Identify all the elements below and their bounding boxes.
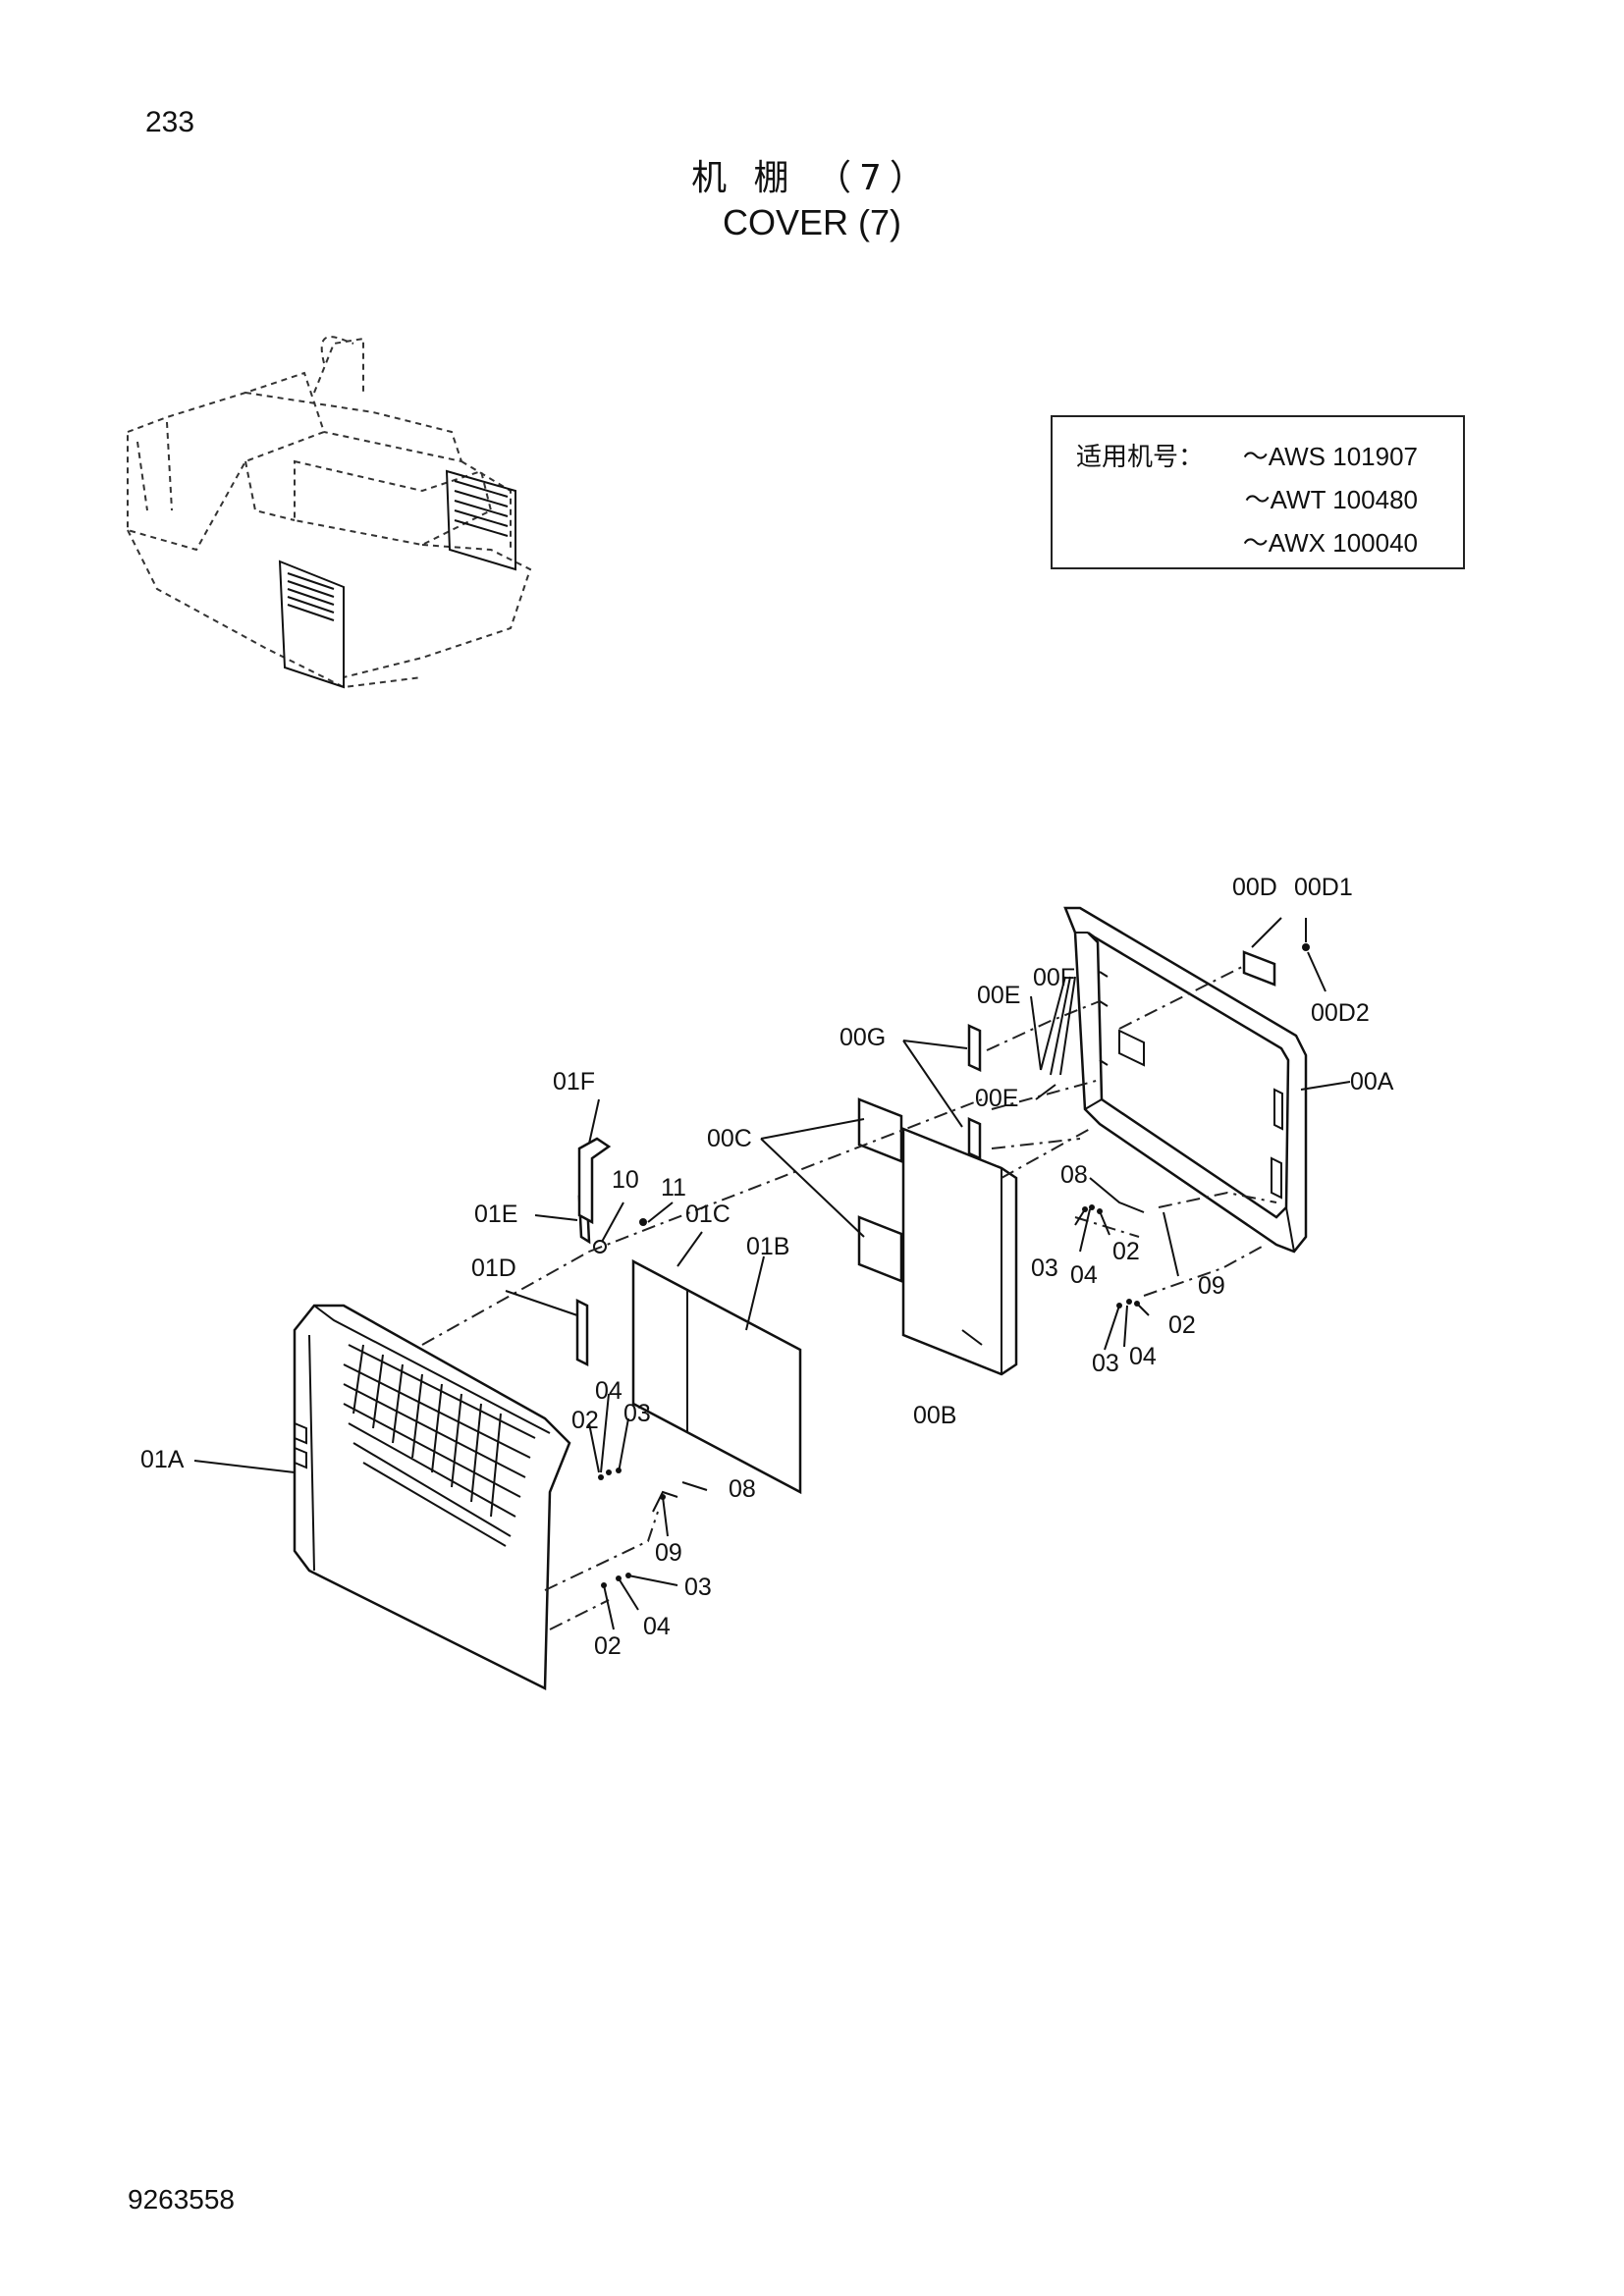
leader-lines — [193, 917, 1351, 1630]
callout-00D2: 00D2 — [1311, 999, 1370, 1027]
callout-00D: 00D — [1232, 874, 1277, 901]
callout-01E: 01E — [474, 1201, 517, 1228]
callout-03: 03 — [1092, 1350, 1119, 1377]
callout-01B: 01B — [746, 1233, 789, 1260]
part-00A-door-frame — [1063, 906, 1308, 1254]
part-00D-bracket — [1242, 950, 1276, 987]
callout-01A: 01A — [140, 1446, 185, 1473]
callout-02: 02 — [571, 1407, 599, 1434]
callout-04: 04 — [643, 1613, 671, 1640]
part-11-screw — [639, 1218, 647, 1226]
callout-03: 03 — [1031, 1255, 1058, 1282]
callout-00E: 00E — [975, 1085, 1018, 1112]
serial-label: 适用机号： — [1076, 443, 1205, 472]
callout-01D: 01D — [471, 1255, 516, 1282]
callout-09: 09 — [655, 1539, 682, 1567]
machine-overview-sketch — [127, 336, 532, 689]
callout-01F: 01F — [553, 1068, 595, 1095]
part-00C-pads — [857, 1097, 903, 1283]
callout-03: 03 — [684, 1574, 712, 1601]
part-01D-strip — [575, 1298, 589, 1367]
page-number: 233 — [145, 106, 195, 138]
callout-00A: 00A — [1350, 1068, 1394, 1095]
callout-02: 02 — [1168, 1311, 1196, 1339]
callout-01C: 01C — [685, 1201, 731, 1228]
serial-row: ～AWS 101907 — [1242, 442, 1418, 471]
callout-labels: 00D 00D1 00D2 00E 00F 00G 00E 00A 00C 00… — [140, 874, 1394, 1660]
callout-04: 04 — [1070, 1261, 1098, 1289]
applicable-serial-box: 适用机号： ～AWS 101907 ～AWT 100480 ～AWX 10004… — [1051, 415, 1465, 569]
callout-04: 04 — [1129, 1343, 1157, 1370]
document-number: 9263558 — [128, 2184, 236, 2215]
part-00G-strip — [967, 1024, 982, 1072]
part-10-clip — [593, 1240, 607, 1254]
callout-10: 10 — [612, 1166, 639, 1194]
callout-02: 02 — [1112, 1238, 1140, 1265]
callout-03: 03 — [623, 1400, 651, 1427]
part-00G-strip — [967, 1117, 982, 1160]
callout-00D1: 00D1 — [1294, 874, 1353, 901]
callout-08: 08 — [1060, 1161, 1088, 1189]
part-01A-grille-cover — [293, 1304, 571, 1690]
callout-02: 02 — [594, 1632, 622, 1660]
assembly-lines-left — [421, 1098, 983, 1630]
callout-00B: 00B — [913, 1402, 956, 1429]
part-00D1-screw — [1302, 943, 1310, 951]
page-title-english: COVER (7) — [722, 202, 902, 242]
part-00B-pad — [901, 1127, 1018, 1376]
callout-00E: 00E — [977, 982, 1020, 1009]
callout-00C: 00C — [707, 1125, 752, 1152]
serial-row: ～AWX 100040 — [1242, 528, 1418, 558]
part-01F-seal — [577, 1137, 612, 1225]
callout-04: 04 — [595, 1377, 623, 1405]
callout-00F: 00F — [1033, 964, 1075, 991]
fastener-dots — [598, 1204, 1140, 1588]
serial-row: ～AWT 100480 — [1244, 485, 1418, 514]
page-title-chinese: 机 棚 （7） — [691, 158, 933, 198]
callout-11: 11 — [661, 1174, 686, 1201]
part-01B-01C-panels — [631, 1258, 802, 1495]
callout-08: 08 — [729, 1475, 756, 1503]
callout-09: 09 — [1198, 1272, 1225, 1300]
callout-00G: 00G — [839, 1024, 886, 1051]
